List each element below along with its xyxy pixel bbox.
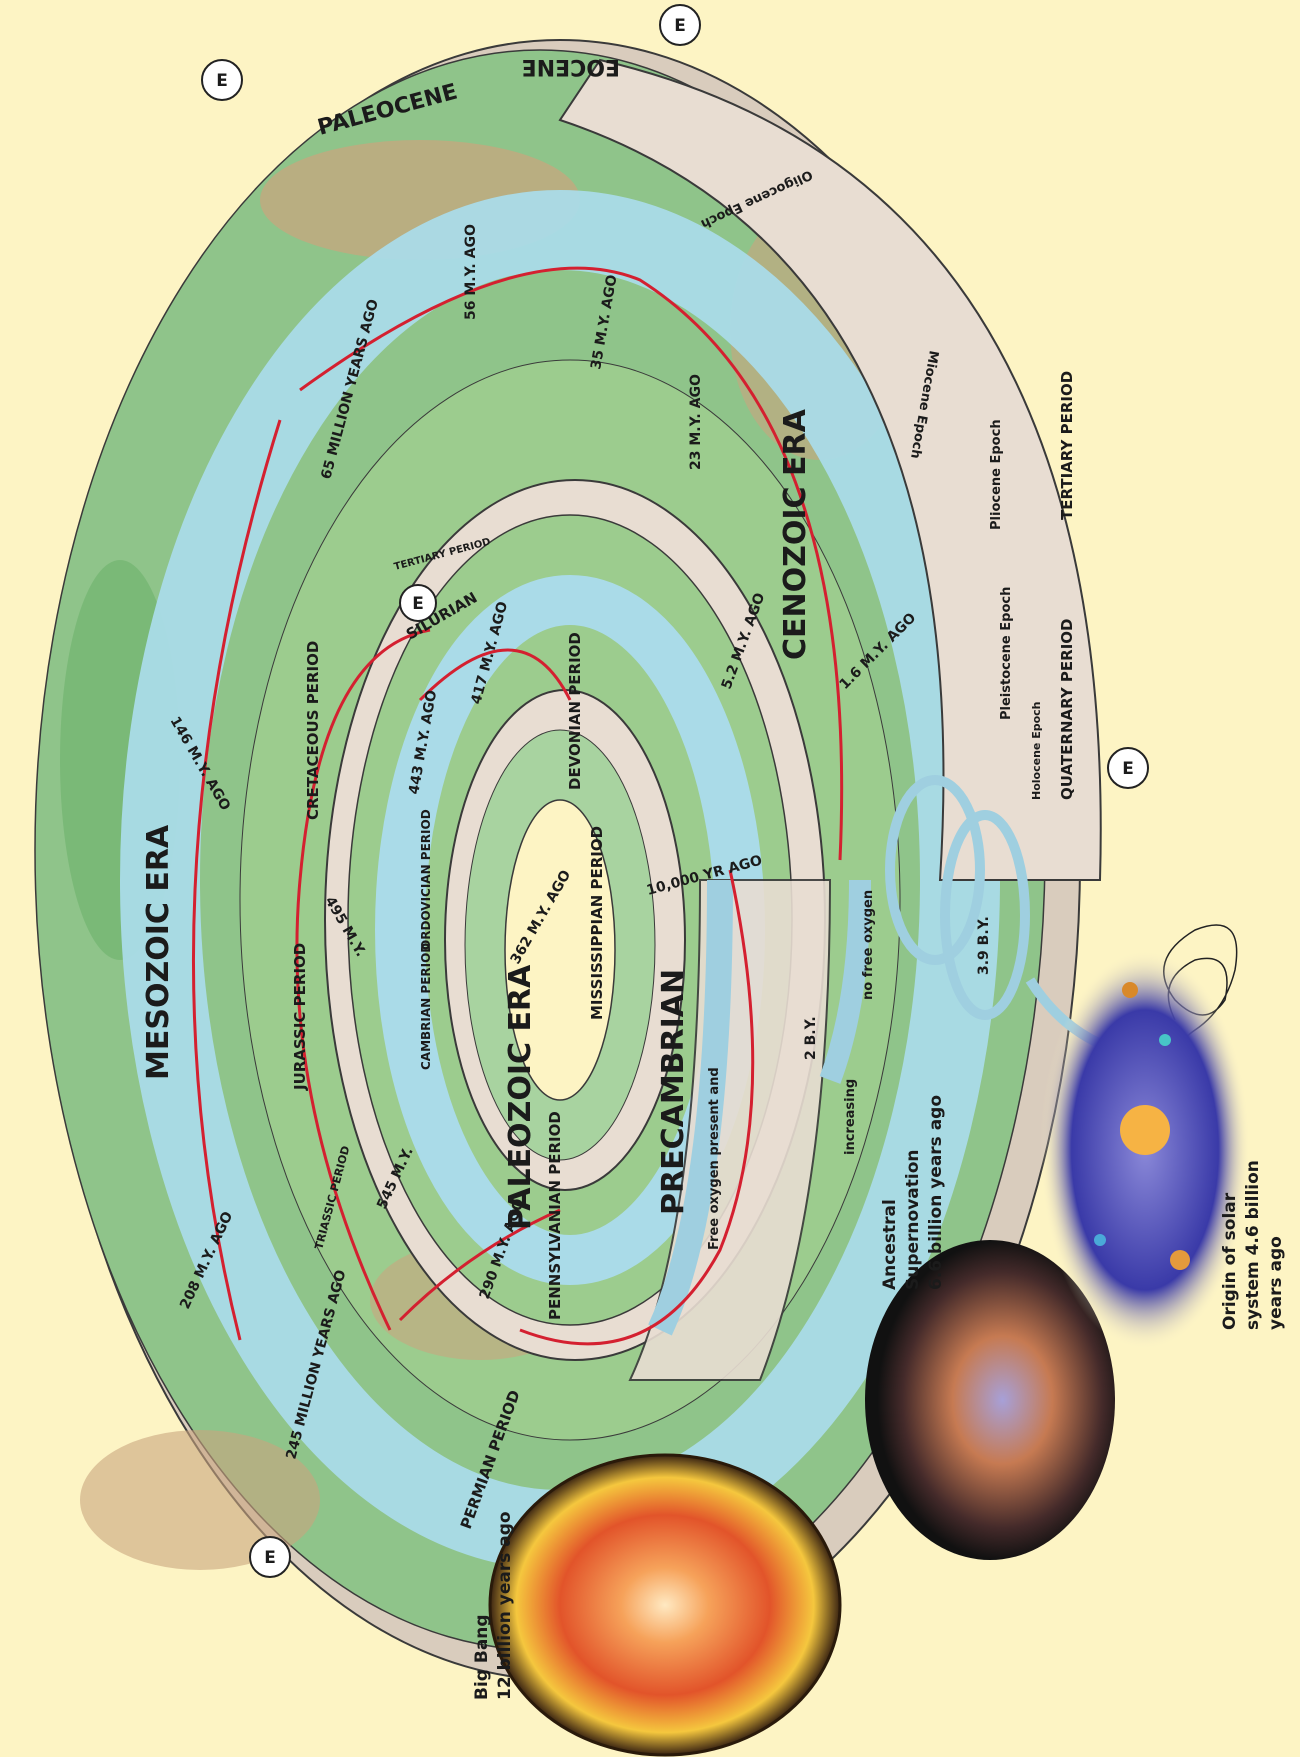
epoch-eocene: EOCENE xyxy=(522,54,620,79)
note-increasing: increasing xyxy=(843,1079,858,1155)
period-cambrian: CAMBRIAN PERIOD xyxy=(419,943,433,1070)
era-paleozoic: PALEOZOIC ERA xyxy=(503,964,538,1230)
era-precambrian: PRECAMBRIAN xyxy=(656,969,691,1215)
period-pennsylvanian: PENNSYLVANIAN PERIOD xyxy=(546,1111,564,1320)
note-free-oxygen: Free oxygen present and xyxy=(707,1067,722,1250)
age-3-9-by: 3.9 B.Y. xyxy=(976,916,992,975)
age-2-by: 2 B.Y. xyxy=(803,1016,819,1060)
age-56-my: 56 M.Y. AGO xyxy=(463,224,479,320)
svg-text:E: E xyxy=(412,594,424,614)
svg-text:E: E xyxy=(674,16,686,36)
age-23-my: 23 M.Y. AGO xyxy=(688,374,704,470)
caption-solar-3: years ago xyxy=(1266,1236,1286,1330)
caption-big-bang-title: Big Bang xyxy=(472,1614,492,1700)
caption-supernova-1: Ancestral xyxy=(880,1199,900,1290)
caption-solar-1: Origin of solar xyxy=(1220,1192,1240,1330)
caption-supernova-2: Supernovation xyxy=(903,1150,923,1291)
period-cretaceous: CRETACEOUS PERIOD xyxy=(304,641,322,820)
period-mississippian: MISSISSIPPIAN PERIOD xyxy=(588,826,606,1020)
epoch-pleistocene: Pleistocene Epoch xyxy=(999,587,1014,720)
svg-text:E: E xyxy=(1122,759,1134,779)
svg-text:E: E xyxy=(264,1548,276,1568)
period-ordovician: ORDOVICIAN PERIOD xyxy=(419,809,433,950)
e-marker-top-right: E xyxy=(660,5,700,45)
era-mesozoic: MESOZOIC ERA xyxy=(141,824,176,1080)
note-no-free-oxygen: no free oxygen xyxy=(861,890,876,1000)
period-quaternary: QUATERNARY PERIOD xyxy=(1058,619,1076,801)
caption-big-bang-date: 12 billion years ago xyxy=(495,1511,515,1700)
era-cenozoic: CENOZOIC ERA xyxy=(778,408,813,660)
svg-text:E: E xyxy=(216,71,228,91)
e-marker-bottom-left: E xyxy=(250,1537,290,1577)
epoch-pliocene: Pliocene Epoch xyxy=(989,419,1004,530)
period-jurassic: JURASSIC PERIOD xyxy=(291,943,309,1091)
e-marker-top-left: E xyxy=(202,60,242,100)
caption-supernova-3: 6.6 billion years ago xyxy=(926,1095,946,1290)
big-bang-image xyxy=(490,1455,840,1755)
period-tertiary-outer: TERTIARY PERIOD xyxy=(1058,371,1076,520)
period-devonian: DEVONIAN PERIOD xyxy=(566,632,584,790)
epoch-holocene: Holocene Epoch xyxy=(1030,702,1043,801)
e-marker-right: E xyxy=(1108,748,1148,788)
caption-solar-2: system 4.6 billion xyxy=(1243,1160,1263,1330)
solar-system-image xyxy=(1040,950,1250,1350)
